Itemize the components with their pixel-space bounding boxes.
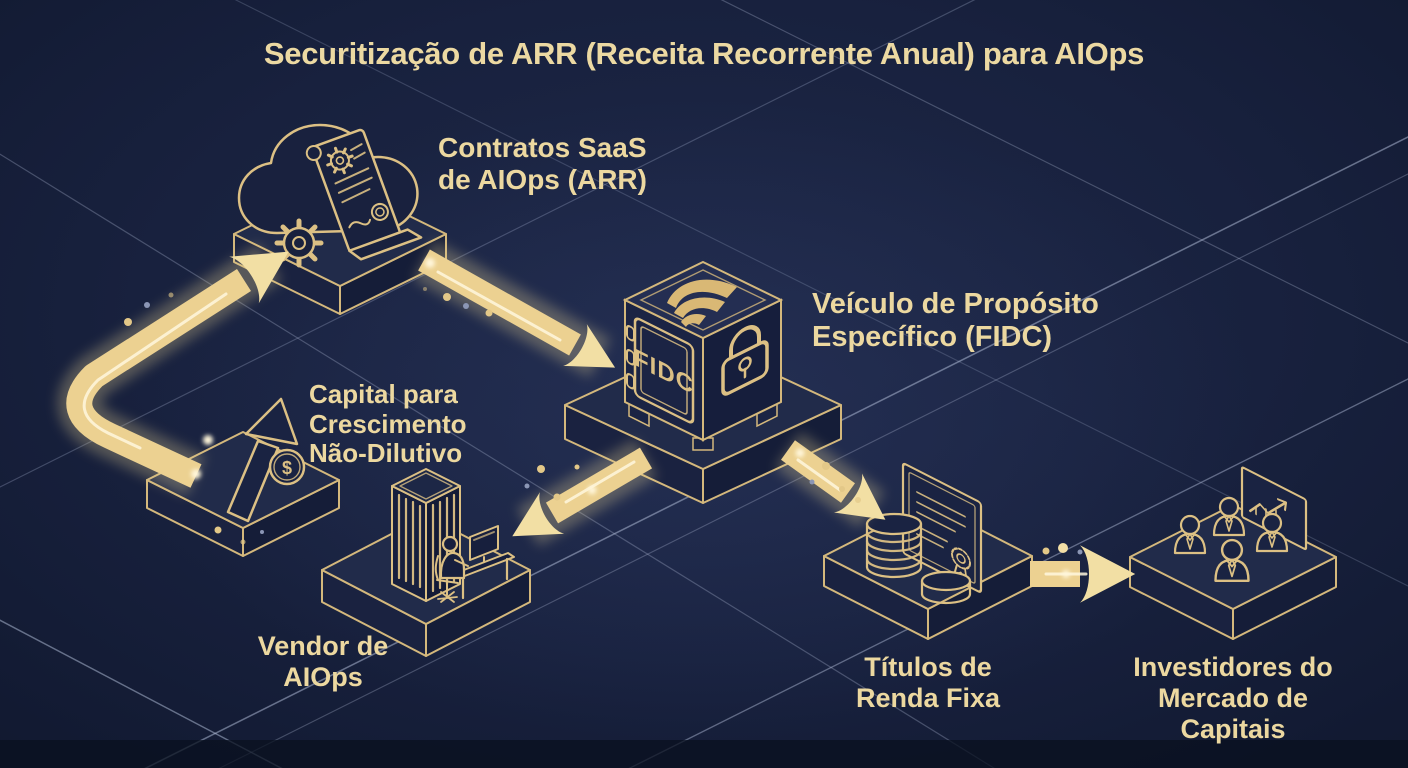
growth-arrow-dollar-icon: $ <box>226 397 306 523</box>
building-windows <box>397 493 456 593</box>
investors-chart-icon <box>1173 466 1308 583</box>
investor-person <box>1173 514 1207 555</box>
vault-feet <box>628 402 778 451</box>
gear-icon <box>274 218 324 268</box>
padlock-icon <box>721 325 769 396</box>
investor-person <box>1255 512 1289 553</box>
label-bonds: Títulos de Renda Fixa <box>855 652 1001 713</box>
coins-icon <box>865 512 972 605</box>
sparkle-dots <box>124 258 1083 578</box>
investor-person <box>1214 538 1250 583</box>
chart-board-icon <box>1240 466 1308 551</box>
flow-arrow-capital-to-contracts <box>57 228 304 496</box>
diagram-title: Securitização de ARR (Receita Recorrente… <box>263 36 1145 71</box>
coins-certificate-icon <box>865 462 983 605</box>
dollar-coin-icon <box>268 448 306 486</box>
flow-arrow-spv-to-vendor <box>500 439 658 557</box>
person-desk-icon <box>434 525 515 603</box>
label-contracts: Contratos SaaS de AIOps (ARR) <box>438 132 647 195</box>
vault-hinges <box>626 325 635 390</box>
cloud-contract-icon <box>237 123 423 268</box>
label-investors: Investidores do Mercado de Capitais <box>1133 652 1333 744</box>
person-head <box>441 535 459 553</box>
growth-arrow-head <box>244 397 299 446</box>
certificate-icon <box>901 462 983 593</box>
chair-icon <box>434 555 459 603</box>
label-capital: Capital para Crescimento Não-Dilutivo <box>309 379 467 469</box>
label-vendor: Vendor de AIOps <box>257 631 389 692</box>
building-icon <box>391 468 461 602</box>
vault-icon: FIDC <box>622 260 784 451</box>
seal-icon <box>370 202 389 221</box>
flow-arrow-contracts-to-spv <box>413 240 627 389</box>
contract-scroll-icon <box>305 128 423 261</box>
building-person-desk-icon <box>391 468 515 603</box>
dollar-symbol: $ <box>282 458 292 478</box>
bottom-band <box>0 740 1408 768</box>
signature-squiggle <box>348 218 372 229</box>
label-spv: Veículo de Propósito Específico (FIDC) <box>812 288 1099 354</box>
investor-person <box>1212 496 1246 537</box>
growth-arrow-shaft <box>226 439 280 523</box>
vault-wave-logo <box>667 279 737 327</box>
scroll-gear-icon <box>326 146 354 175</box>
monitor-icon <box>469 525 499 561</box>
person-body <box>439 551 466 580</box>
